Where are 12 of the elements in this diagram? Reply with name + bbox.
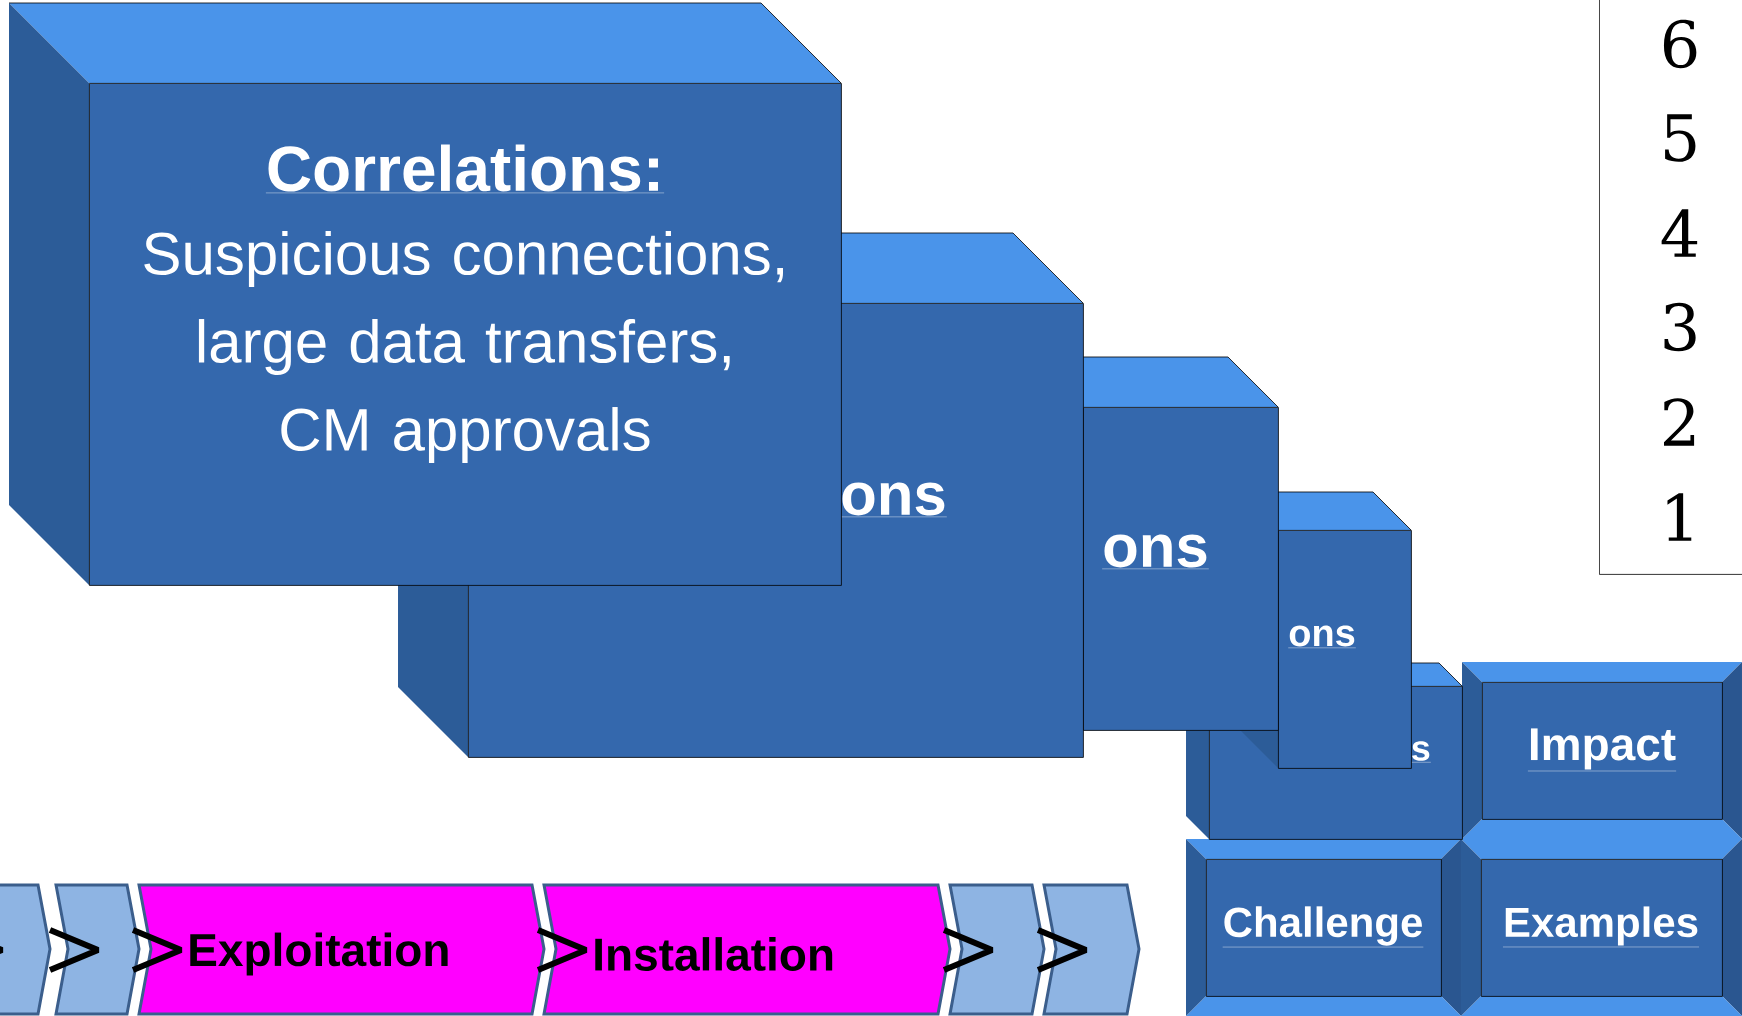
bevel-box: Challenge [1186,839,1461,1016]
bevel-box: Examples [1461,839,1742,1016]
cube-box: ons [1032,356,1279,731]
chevron-step [48,883,141,1016]
chevron-step [942,883,1046,1016]
bevel-box: Impact [1462,662,1742,839]
cube-box: Correlations: Suspicious connections, large data transfers, CM approvals [8,2,842,586]
chevron-step [1036,883,1141,1016]
chevron-step: Exploitation [131,883,546,1016]
chevron-step: Installation [536,883,952,1016]
chevron-step [0,883,52,1016]
number-list-box: 6 5 4 3 2 1 [1599,0,1742,575]
